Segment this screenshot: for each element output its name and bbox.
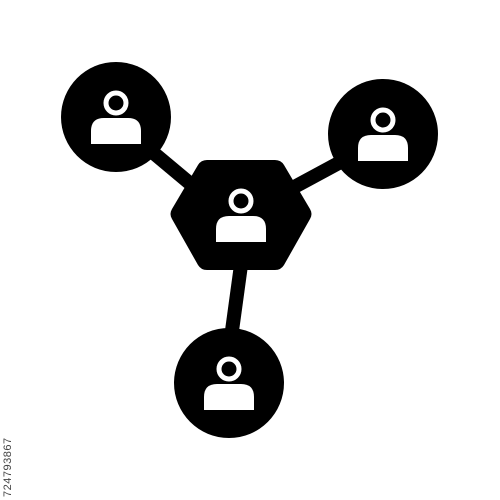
- user-icon: [216, 188, 266, 242]
- stock-id-watermark: 724793867: [2, 437, 14, 497]
- user-node-top-left: [61, 62, 171, 172]
- user-icon: [358, 107, 408, 161]
- user-node-bottom: [174, 328, 284, 438]
- user-icon: [204, 356, 254, 410]
- user-node-center-hub: [170, 160, 312, 270]
- user-icon: [91, 90, 141, 144]
- user-node-top-right: [328, 79, 438, 189]
- connector-bottom: [224, 264, 248, 339]
